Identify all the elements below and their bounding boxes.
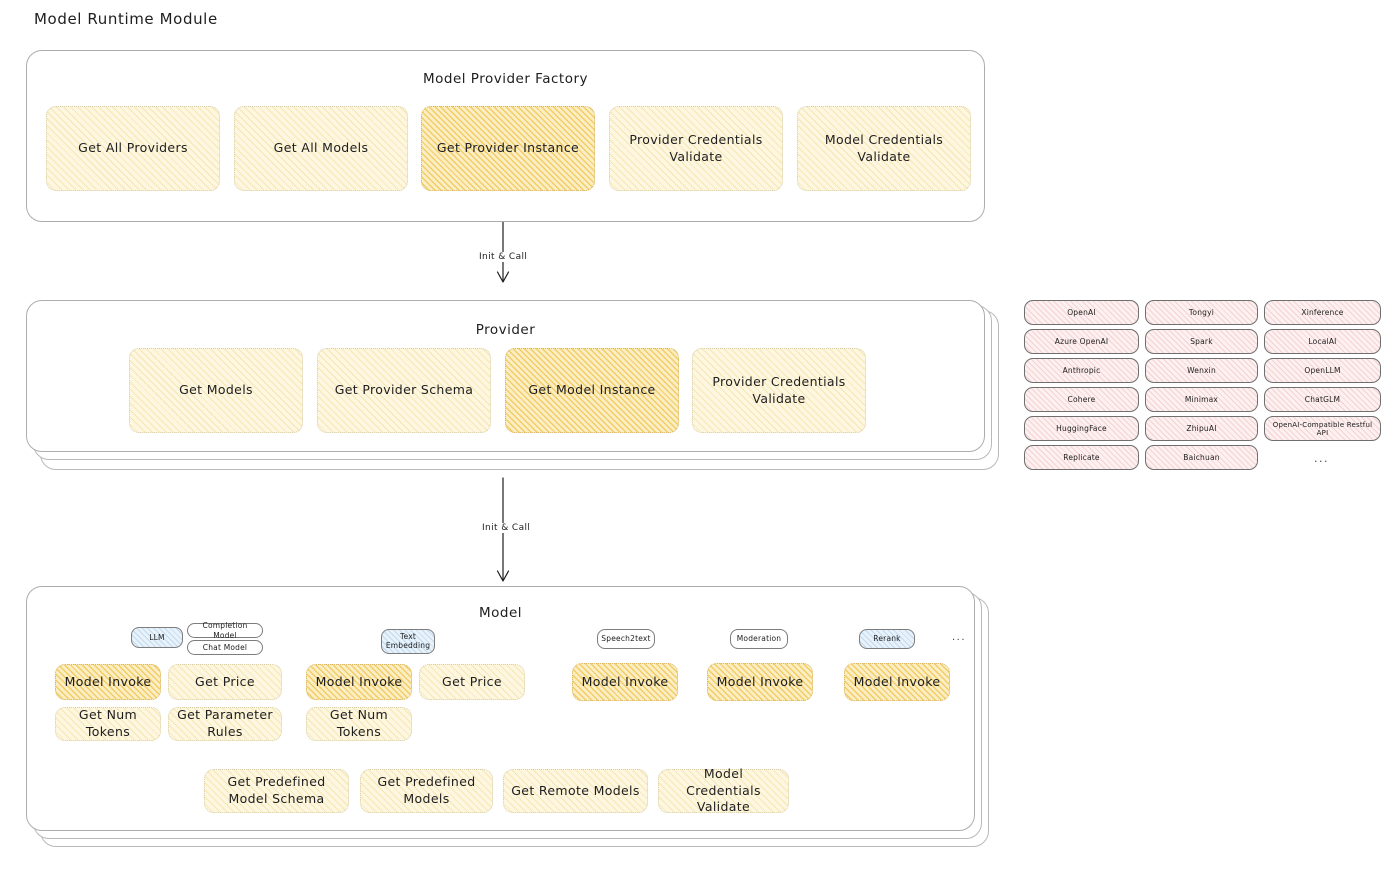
provider-box-get-models[interactable]: Get Models (129, 348, 303, 433)
provider-chip-minimax[interactable]: Minimax (1145, 387, 1258, 412)
provider-chip-anthropic[interactable]: Anthropic (1024, 358, 1139, 383)
factory-box-model-credentials-validate[interactable]: Model Credentials Validate (797, 106, 971, 191)
provider-chip-localai[interactable]: LocalAI (1264, 329, 1381, 354)
provider-chip-openllm[interactable]: OpenLLM (1264, 358, 1381, 383)
provider-chip-tongyi[interactable]: Tongyi (1145, 300, 1258, 325)
text-embedding-box-get-num-tokens[interactable]: Get Num Tokens (306, 707, 412, 741)
provider-chip-xinference[interactable]: Xinference (1264, 300, 1381, 325)
model-types-more-ellipsis: ... (952, 632, 967, 643)
model-subtype-pill-completion-model[interactable]: Completion Model (187, 621, 263, 640)
model-panel: Model LLM Completion Model Chat Model Mo… (26, 586, 975, 831)
arrow-label-init-call-2: Init & Call (479, 523, 534, 533)
model-type-pill-moderation[interactable]: Moderation (730, 629, 788, 649)
text-embedding-box-get-price[interactable]: Get Price (419, 664, 525, 700)
provider-chip-huggingface[interactable]: HuggingFace (1024, 416, 1139, 441)
llm-box-get-parameter-rules[interactable]: Get Parameter Rules (168, 707, 282, 741)
llm-box-get-price[interactable]: Get Price (168, 664, 282, 700)
model-type-pill-speech2text[interactable]: Speech2text (597, 629, 655, 649)
moderation-box-model-invoke[interactable]: Model Invoke (707, 663, 813, 701)
provider-box-provider-credentials-validate[interactable]: Provider Credentials Validate (692, 348, 866, 433)
provider-chip-chatglm[interactable]: ChatGLM (1264, 387, 1381, 412)
provider-chip-baichuan[interactable]: Baichuan (1145, 445, 1258, 470)
provider-chip-openai-compatible-restful-api[interactable]: OpenAI-Compatible Restful API (1264, 416, 1381, 441)
rerank-box-model-invoke[interactable]: Model Invoke (844, 663, 950, 701)
factory-title: Model Provider Factory (422, 71, 588, 87)
model-type-pill-text-embedding[interactable]: Text Embedding (381, 629, 435, 654)
provider-chip-cohere[interactable]: Cohere (1024, 387, 1139, 412)
factory-box-provider-credentials-validate[interactable]: Provider Credentials Validate (609, 106, 783, 191)
provider-box-get-model-instance[interactable]: Get Model Instance (505, 348, 679, 433)
provider-chip-zhipuai[interactable]: ZhipuAI (1145, 416, 1258, 441)
provider-title: Provider (475, 322, 536, 338)
model-common-box-get-remote-models[interactable]: Get Remote Models (503, 769, 648, 813)
provider-chip-openai[interactable]: OpenAI (1024, 300, 1139, 325)
model-common-box-model-credentials-validate[interactable]: Model Credentials Validate (658, 766, 789, 814)
provider-chip-azure-openai[interactable]: Azure OpenAI (1024, 329, 1139, 354)
provider-panel: Provider Get Models Get Provider Schema … (26, 300, 985, 452)
model-subtype-pill-chat-model[interactable]: Chat Model (187, 640, 263, 655)
factory-box-get-all-models[interactable]: Get All Models (234, 106, 408, 191)
factory-box-get-provider-instance[interactable]: Get Provider Instance (421, 106, 595, 191)
model-type-pill-llm[interactable]: LLM (131, 627, 183, 648)
model-common-box-get-predefined-models[interactable]: Get Predefined Models (360, 769, 493, 813)
speech2text-box-model-invoke[interactable]: Model Invoke (572, 663, 678, 701)
text-embedding-box-model-invoke[interactable]: Model Invoke (306, 664, 412, 700)
llm-box-get-num-tokens[interactable]: Get Num Tokens (55, 707, 161, 741)
provider-list-more-ellipsis: ... (1314, 452, 1329, 465)
provider-chip-list: OpenAI Azure OpenAI Anthropic Cohere Hug… (1024, 300, 1384, 480)
provider-box-get-provider-schema[interactable]: Get Provider Schema (317, 348, 491, 433)
factory-box-get-all-providers[interactable]: Get All Providers (46, 106, 220, 191)
provider-chip-spark[interactable]: Spark (1145, 329, 1258, 354)
provider-chip-wenxin[interactable]: Wenxin (1145, 358, 1258, 383)
model-provider-factory-panel: Model Provider Factory Get All Providers… (26, 50, 985, 222)
llm-box-model-invoke[interactable]: Model Invoke (55, 664, 161, 700)
model-title: Model (478, 605, 523, 621)
page-title: Model Runtime Module (34, 10, 218, 28)
model-type-pill-rerank[interactable]: Rerank (859, 629, 915, 649)
model-common-box-get-predefined-model-schema[interactable]: Get Predefined Model Schema (204, 769, 349, 813)
arrow-label-init-call-1: Init & Call (476, 252, 531, 262)
provider-chip-replicate[interactable]: Replicate (1024, 445, 1139, 470)
